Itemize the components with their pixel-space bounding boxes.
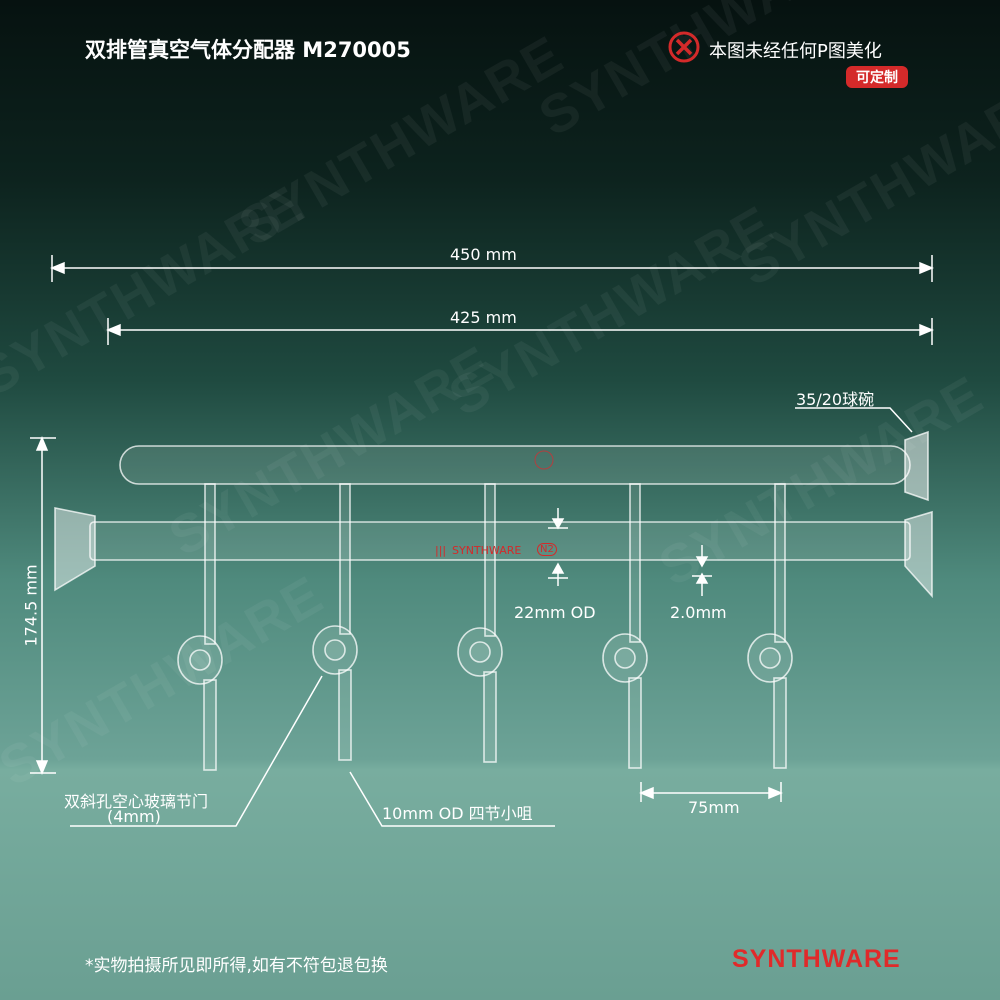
notice-text: 本图未经任何P图美化 (709, 41, 882, 62)
disclaimer: *实物拍摄所见即所得,如有不符包退包换 (85, 956, 388, 976)
height-label: 174.5 mm (21, 564, 41, 647)
stopcock-key (189, 649, 211, 671)
brand-logo: SYNTHWARE (732, 945, 901, 973)
hose-callout: 10mm OD 四节小咀 (382, 804, 533, 823)
hose-barb (773, 677, 787, 769)
tube-od-label: 22mm OD (514, 603, 596, 622)
hose-barb (338, 669, 352, 761)
glass-manifold (54, 430, 933, 771)
customizable-badge: 可定制 (846, 66, 908, 88)
stopcock (312, 625, 358, 675)
overall-length-label: 450 mm (450, 245, 517, 264)
page-title: 双排管真空气体分配器 M270005 (85, 38, 411, 62)
stopcock-callout: 双斜孔空心玻璃节门 (64, 792, 209, 811)
wall-thickness-label: 2.0mm (670, 603, 727, 622)
stem (629, 483, 641, 643)
stopcock-key (759, 647, 781, 669)
stopcock (602, 633, 648, 683)
hose-barb (483, 671, 497, 763)
stem (484, 483, 496, 637)
tube-marking-icon: ||| (435, 544, 446, 557)
x-circle-icon (668, 31, 700, 63)
stem (204, 483, 216, 645)
tube-length-label: 425 mm (450, 308, 517, 327)
hose-barb (203, 679, 217, 771)
stopcock (747, 633, 793, 683)
hose-barb (628, 677, 642, 769)
stopcock (177, 635, 223, 685)
stopcock-key (614, 647, 636, 669)
tube-marking: SYNTHWARE (452, 544, 522, 557)
stopcock-key (469, 641, 491, 663)
stem (339, 483, 351, 635)
spacing-label: 75mm (688, 798, 740, 817)
tube-badge: N2 (537, 543, 557, 556)
stopcock (457, 627, 503, 677)
stopcock-key (324, 639, 346, 661)
stem (774, 483, 786, 643)
dimension-lines (30, 255, 934, 827)
stopcock-bore-callout: (4mm) (107, 807, 161, 826)
joint-label: 35/20球碗 (796, 390, 875, 409)
